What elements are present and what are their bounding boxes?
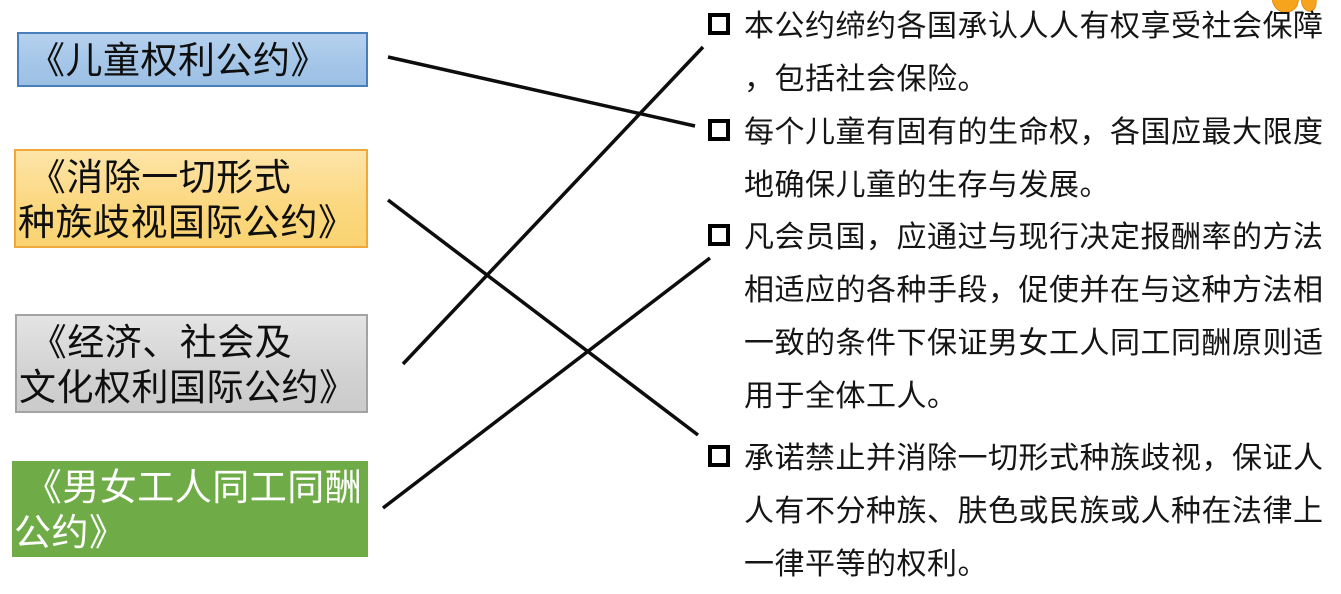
provision-text: 承诺禁止并消除一切形式种族歧视，保证人 人有不分种族、肤色或民族或人种在法律上 … xyxy=(744,442,1324,581)
empty-checkbox-icon xyxy=(708,224,730,246)
connector-line-equal-pay-to-equal-remuneration xyxy=(381,256,712,510)
empty-checkbox-icon xyxy=(708,445,730,467)
empty-checkbox-icon xyxy=(708,13,730,35)
connector-line-racial-discrimination-to-racial-equality xyxy=(386,198,700,437)
provision-text: 每个儿童有固有的生命权，各国应最大限度 地确保儿童的生存与发展。 xyxy=(744,116,1324,202)
provision-item-child-life[interactable]: 每个儿童有固有的生命权，各国应最大限度 地确保儿童的生存与发展。 xyxy=(708,106,1341,212)
convention-box-economic-social-cultural[interactable]: 《经济、社会及 文化权利国际公约》 xyxy=(15,314,368,413)
empty-checkbox-icon xyxy=(708,119,730,141)
convention-box-children-rights[interactable]: 《儿童权利公约》 xyxy=(17,32,368,87)
convention-box-racial-discrimination[interactable]: 《消除一切形式 种族歧视国际公约》 xyxy=(14,149,368,248)
provision-item-racial-equality[interactable]: 承诺禁止并消除一切形式种族歧视，保证人 人有不分种族、肤色或民族或人种在法律上 … xyxy=(708,432,1341,591)
connector-line-economic-cultural-to-social-security xyxy=(401,45,705,366)
convention-box-equal-pay[interactable]: 《男女工人同工同酬 公约》 xyxy=(12,461,368,557)
provision-item-social-security[interactable]: 本公约缔约各国承认人人有权享受社会保障 ，包括社会保险。 xyxy=(708,0,1341,106)
provision-item-equal-remuneration[interactable]: 凡会员国，应通过与现行决定报酬率的方法 相适应的各种手段，促使并在与这种方法相 … xyxy=(708,211,1341,423)
connector-line-children-rights-to-child-life xyxy=(387,55,696,128)
provision-text: 本公约缔约各国承认人人有权享受社会保障 ，包括社会保险。 xyxy=(744,10,1324,96)
provision-text: 凡会员国，应通过与现行决定报酬率的方法 相适应的各种手段，促使并在与这种方法相 … xyxy=(744,221,1324,413)
